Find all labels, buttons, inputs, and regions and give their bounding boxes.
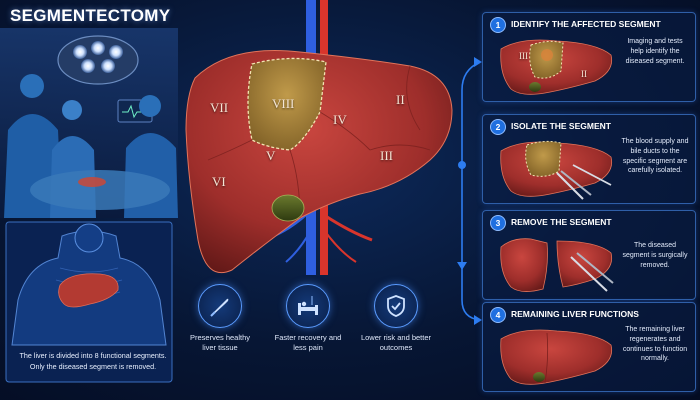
operating-room-scene xyxy=(0,28,178,218)
benefit-preserves-tissue: Preserves healthy liver tissue xyxy=(183,284,257,353)
body-caption: The liver is divided into 8 functional s… xyxy=(19,351,167,372)
surgical-lamp-icon xyxy=(73,41,123,73)
step-heading: IDENTIFY THE AFFECTED SEGMENT xyxy=(511,19,661,29)
step-description: The diseased segment is surgically remov… xyxy=(622,242,688,269)
page-title: SEGMENTECTOMY xyxy=(10,6,171,25)
step-heading: ISOLATE THE SEGMENT xyxy=(511,121,611,131)
step-number: 1 xyxy=(490,17,506,33)
step-description: Imaging and tests help identify the dise… xyxy=(625,38,685,65)
benefit-text: Lower risk and better outcomes xyxy=(360,333,432,353)
segment-label-v: V xyxy=(266,148,276,163)
step-liver-illustration xyxy=(500,39,613,95)
step-liver-illustration xyxy=(500,238,614,292)
benefit-faster-recovery: Faster recovery and less pain xyxy=(271,284,345,353)
main-liver xyxy=(185,49,453,274)
scalpel-icon xyxy=(198,284,242,328)
mini-liver xyxy=(58,273,119,308)
step-liver-illustration xyxy=(500,329,613,385)
benefit-lower-risk: Lower risk and better outcomes xyxy=(359,284,433,353)
step-liver-illustration xyxy=(500,140,613,200)
gallbladder xyxy=(271,194,305,222)
step1-segment-label-ii: II xyxy=(581,69,587,79)
step-number: 4 xyxy=(490,307,506,323)
step-number: 2 xyxy=(490,119,506,135)
segment-label-ii: II xyxy=(396,92,405,107)
step-description: The blood supply and bile ducts to the s… xyxy=(621,138,689,175)
step1-segment-label-iii: III xyxy=(519,51,528,61)
step-number: 3 xyxy=(490,215,506,231)
benefit-text: Preserves healthy liver tissue xyxy=(189,333,251,353)
segment-label-viii: VIII xyxy=(272,96,295,111)
step-heading: REMOVE THE SEGMENT xyxy=(511,217,612,227)
shield-check-icon xyxy=(374,284,418,328)
step-identify-segment: 1 IDENTIFY THE AFFECTED SEGMENT III II I… xyxy=(482,12,696,102)
step-description: The remaining liver regenerates and cont… xyxy=(622,326,688,363)
segment-label-vii: VII xyxy=(210,100,229,115)
segment-label-iv: IV xyxy=(333,112,347,127)
hospital-bed-icon xyxy=(286,284,330,328)
surgical-forceps-icon xyxy=(570,252,614,292)
highlighted-segment-viii xyxy=(247,57,327,151)
surgical-clamp-icon xyxy=(556,164,612,200)
step-heading: REMAINING LIVER FUNCTIONS xyxy=(511,309,639,319)
segment-label-iii: III xyxy=(380,148,393,163)
flow-connector xyxy=(457,57,482,325)
segment-label-vi: VI xyxy=(212,174,226,189)
body-scan-panel xyxy=(5,221,173,383)
step-remove-segment: 3 REMOVE THE SEGMENT The diseased segmen… xyxy=(482,210,696,300)
step-isolate-segment: 2 ISOLATE THE SEGMENT The blood supply a… xyxy=(482,114,696,204)
step-remaining-liver: 4 REMAINING LIVER FUNCTIONS The remainin… xyxy=(482,302,696,392)
benefit-text: Faster recovery and less pain xyxy=(274,333,342,353)
